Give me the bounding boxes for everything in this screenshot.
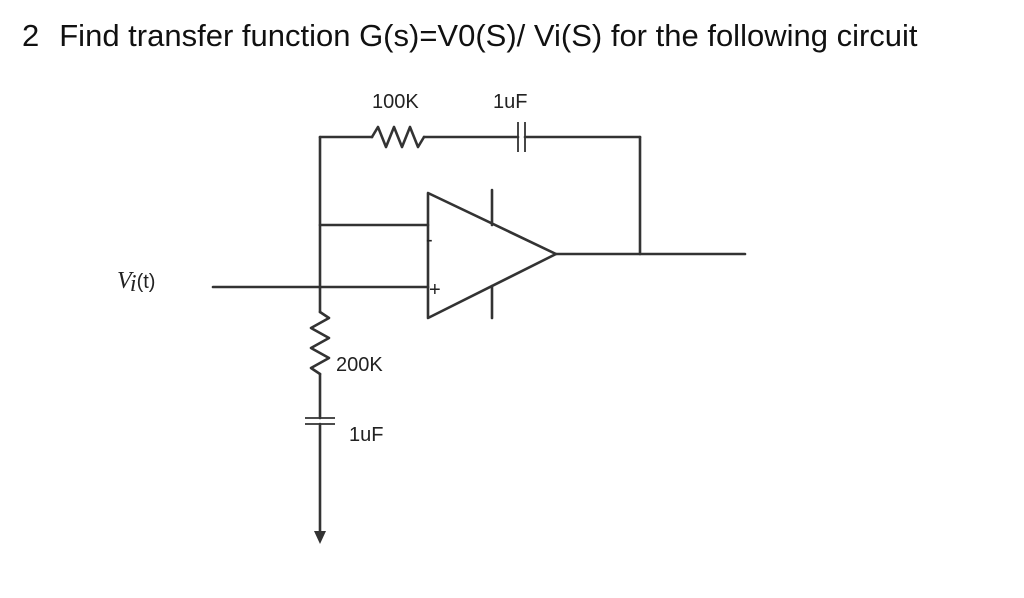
question-number: 2 [22, 18, 40, 53]
inverting-input-sign: - [426, 229, 433, 251]
feedback-resistor [370, 125, 426, 149]
feedback-resistor-label: 100K [372, 91, 419, 113]
ground-capacitor-label: 1uF [349, 424, 383, 446]
noninverting-input-sign: + [429, 279, 441, 301]
ground-symbol [314, 531, 326, 544]
feedback-capacitor-label: 1uF [493, 91, 527, 113]
ground-resistor-label: 200K [336, 354, 383, 376]
question-text: 2 Find transfer function G(s)=V0(S)/ Vi(S… [22, 18, 918, 54]
input-voltage-label: Vi(t) [117, 268, 155, 297]
question-prompt: Find transfer function G(s)=V0(S)/ Vi(S)… [59, 18, 918, 53]
ground-resistor [309, 310, 331, 376]
